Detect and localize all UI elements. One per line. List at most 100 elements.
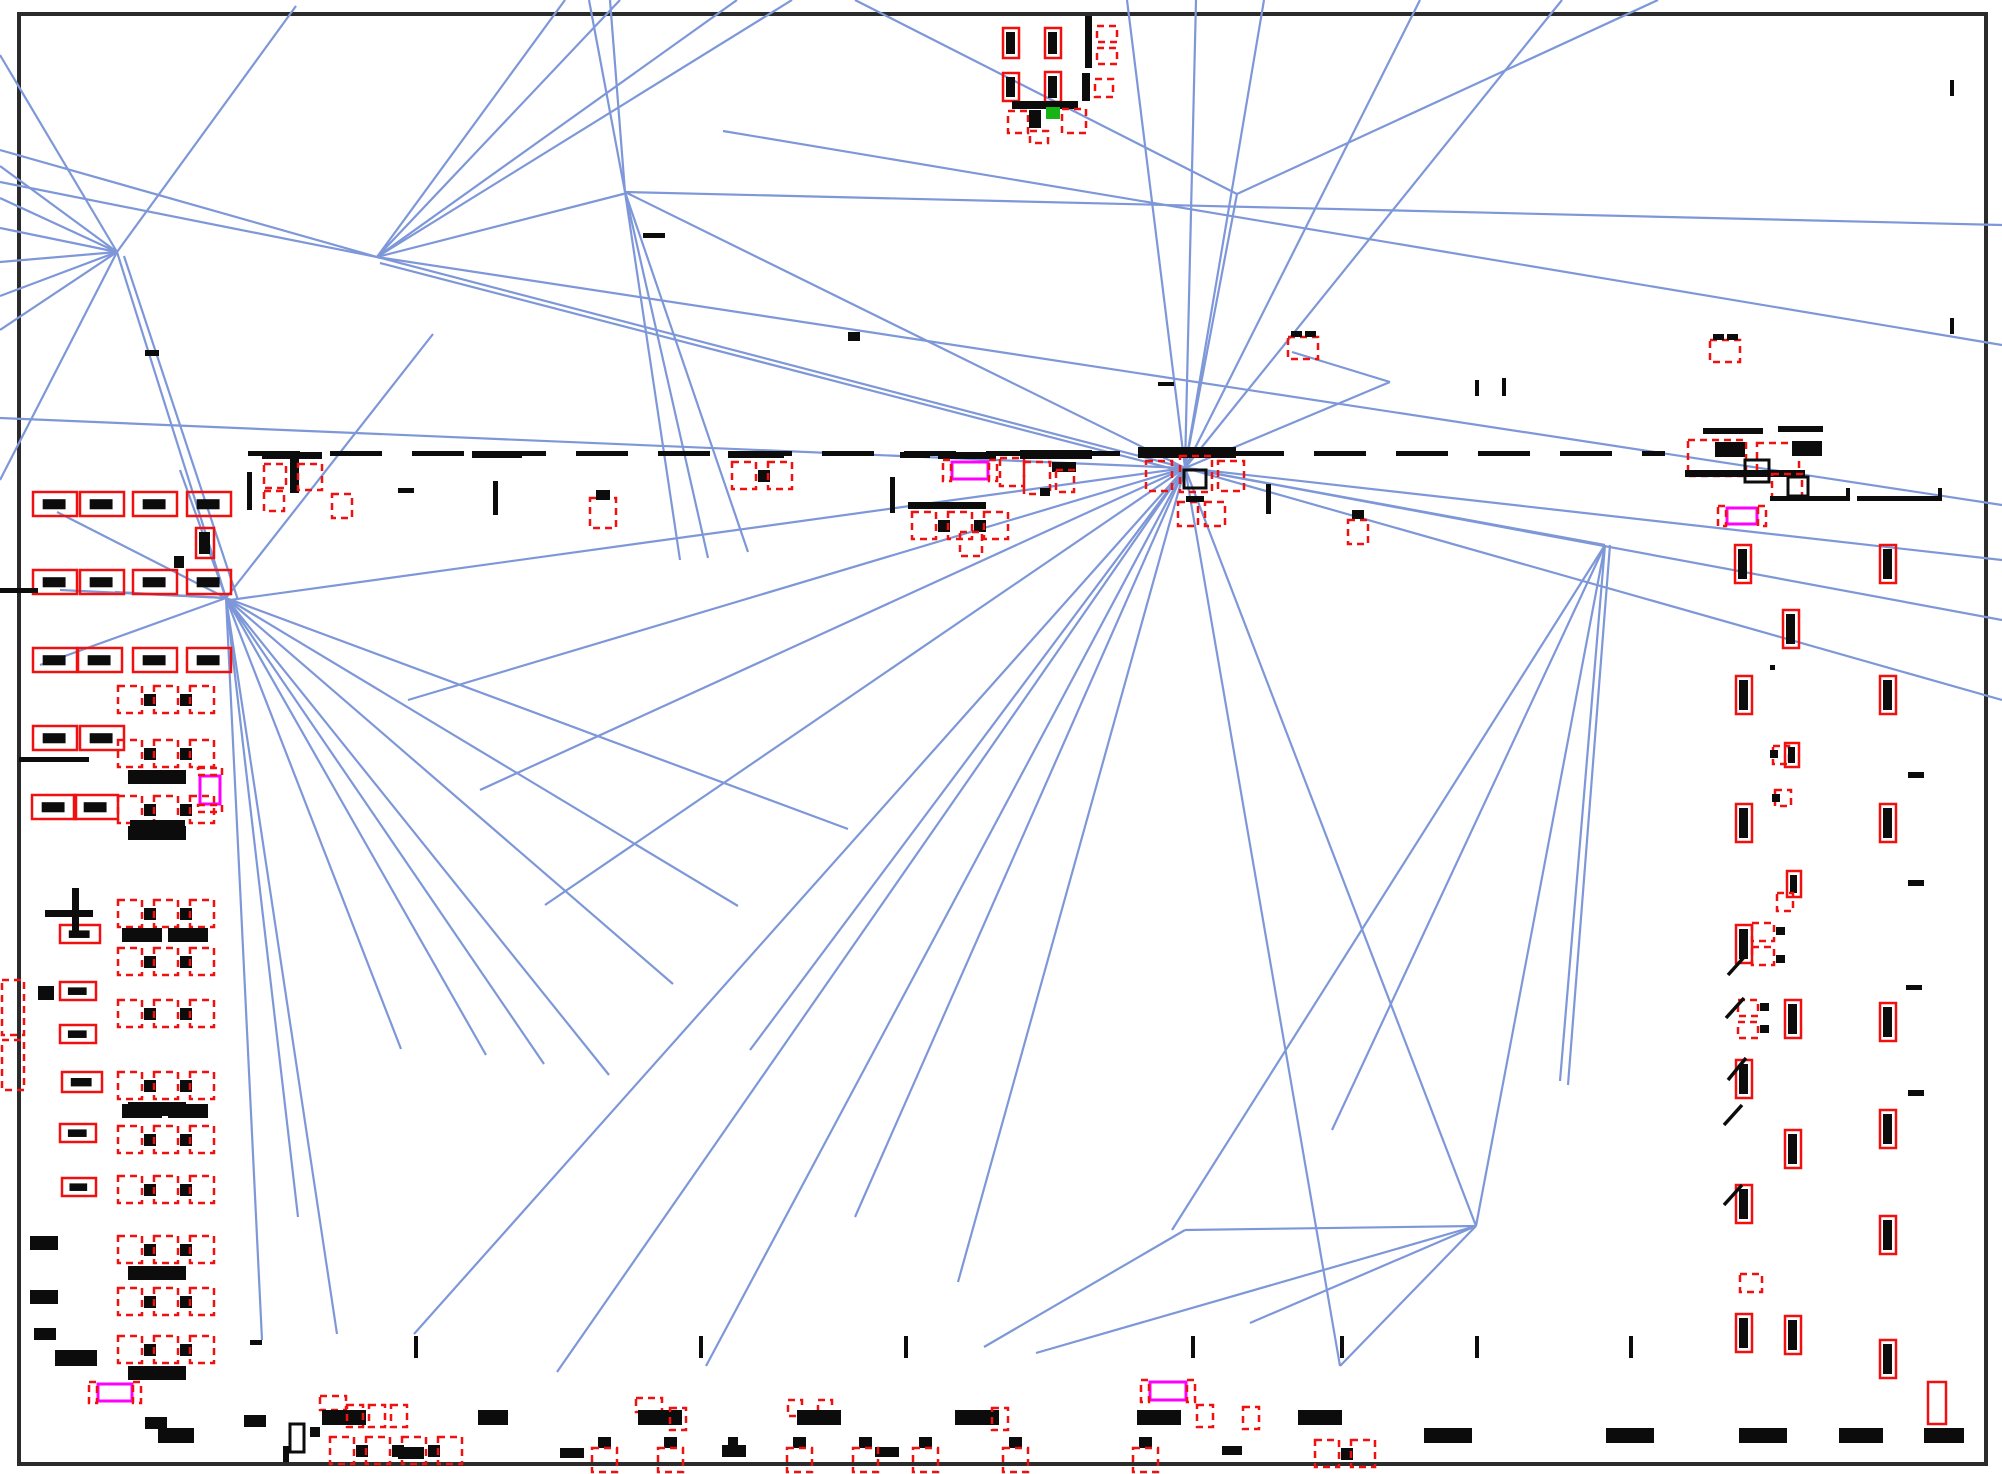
component-pad-v[interactable] (1878, 543, 1898, 585)
component-pad-u[interactable] (851, 1437, 880, 1474)
pad[interactable] (797, 1410, 841, 1425)
pad[interactable] (1776, 927, 1785, 935)
component-pad-h[interactable] (60, 1176, 98, 1198)
courtyard[interactable] (1241, 1405, 1261, 1431)
pad[interactable] (1760, 1025, 1769, 1033)
pad[interactable] (1792, 441, 1822, 456)
pad[interactable] (1685, 470, 1805, 477)
courtyard[interactable] (262, 489, 286, 513)
pad[interactable] (1137, 1410, 1181, 1425)
pad[interactable] (1291, 331, 1302, 337)
component-pad-v[interactable] (1001, 26, 1021, 60)
courtyard[interactable] (1770, 472, 1804, 501)
pad[interactable] (1191, 1336, 1195, 1358)
pad[interactable] (728, 1437, 738, 1445)
pad[interactable] (560, 1448, 584, 1458)
pad[interactable] (875, 1447, 899, 1457)
component-pad-v[interactable] (1734, 1183, 1754, 1225)
courtyard[interactable] (1176, 500, 1200, 528)
pad[interactable] (1908, 1090, 1924, 1096)
component-pad-v[interactable] (1878, 1338, 1898, 1380)
pad[interactable] (0, 588, 38, 593)
component-pad-v[interactable] (1783, 741, 1801, 769)
pad[interactable] (158, 1428, 194, 1443)
pad[interactable] (955, 1410, 999, 1425)
courtyard[interactable] (1750, 945, 1776, 967)
courtyard[interactable] (1178, 454, 1214, 494)
pad-outline[interactable] (1182, 468, 1208, 490)
component-pad-h[interactable] (31, 490, 79, 518)
component-cluster[interactable] (116, 1286, 216, 1317)
pad[interactable] (1606, 1428, 1654, 1443)
pad[interactable] (1950, 80, 1954, 96)
pad[interactable] (1770, 750, 1778, 758)
pad[interactable] (1846, 488, 1850, 501)
courtyard[interactable] (786, 1398, 804, 1418)
courtyard[interactable] (1144, 459, 1174, 493)
pad[interactable] (19, 757, 89, 762)
pad[interactable] (1475, 380, 1479, 396)
component-pad-h[interactable] (185, 568, 233, 596)
component-pad-u[interactable] (590, 1437, 619, 1474)
courtyard[interactable] (1286, 335, 1320, 361)
pad[interactable] (283, 1446, 289, 1462)
pad[interactable] (1908, 772, 1924, 778)
component-pad-h[interactable] (60, 1070, 104, 1094)
pad[interactable] (122, 1104, 162, 1118)
component-pad-v[interactable] (1734, 1312, 1754, 1354)
component-pad-v[interactable] (1878, 1214, 1898, 1256)
pad[interactable] (1082, 73, 1090, 101)
pad[interactable] (643, 233, 665, 238)
component-cluster[interactable] (116, 898, 216, 929)
component-pad-u[interactable] (785, 1437, 814, 1474)
component-pad-v[interactable] (1878, 1108, 1898, 1150)
component-pad-h[interactable] (131, 646, 179, 674)
pad[interactable] (398, 1447, 424, 1459)
pad[interactable] (1012, 101, 1078, 109)
pad[interactable] (1703, 428, 1763, 434)
pad[interactable] (1629, 1336, 1633, 1358)
courtyard[interactable] (1095, 24, 1119, 44)
highlighted-component[interactable] (196, 766, 224, 814)
component-pad-h[interactable] (78, 724, 126, 752)
pad[interactable] (30, 1290, 58, 1304)
courtyard[interactable] (1028, 129, 1050, 145)
courtyard[interactable] (389, 1403, 409, 1429)
courtyard[interactable] (1346, 518, 1370, 546)
highlighted-component[interactable] (1716, 504, 1768, 528)
pad[interactable] (398, 488, 414, 493)
diagonal-mark[interactable] (1726, 953, 1748, 977)
courtyard[interactable] (345, 1403, 365, 1429)
component-pad-h[interactable] (58, 980, 98, 1002)
pad[interactable] (250, 1340, 262, 1345)
pad[interactable] (1502, 378, 1506, 396)
courtyard[interactable] (1022, 460, 1052, 496)
pad[interactable] (1040, 488, 1050, 496)
pad[interactable] (247, 472, 252, 510)
component-pad-v[interactable] (1001, 71, 1021, 103)
pad[interactable] (904, 1336, 908, 1358)
component-pad-v[interactable] (1783, 1314, 1803, 1356)
component-pad-h[interactable] (78, 568, 126, 596)
pad[interactable] (1770, 665, 1775, 670)
pad[interactable] (1908, 880, 1924, 886)
component-pad-v[interactable] (1785, 869, 1803, 899)
pad[interactable] (1839, 1428, 1883, 1443)
pad[interactable] (1020, 450, 1092, 459)
courtyard[interactable] (668, 1406, 688, 1432)
pad[interactable] (728, 451, 784, 458)
pad[interactable] (1305, 331, 1316, 337)
courtyard[interactable] (367, 1403, 387, 1429)
component-pad-v[interactable] (1733, 543, 1753, 585)
component-cluster[interactable] (116, 1174, 216, 1205)
component-pad-v[interactable] (1783, 1128, 1803, 1170)
pad[interactable] (1778, 426, 1823, 432)
pad[interactable] (1906, 985, 1922, 990)
pad[interactable] (596, 490, 610, 500)
pad[interactable] (1760, 1003, 1769, 1011)
component-cluster[interactable] (116, 1334, 216, 1380)
pad[interactable] (638, 1410, 682, 1425)
courtyard[interactable] (0, 978, 26, 1037)
component-pad-v[interactable] (1734, 923, 1754, 965)
courtyard[interactable] (1054, 468, 1076, 494)
